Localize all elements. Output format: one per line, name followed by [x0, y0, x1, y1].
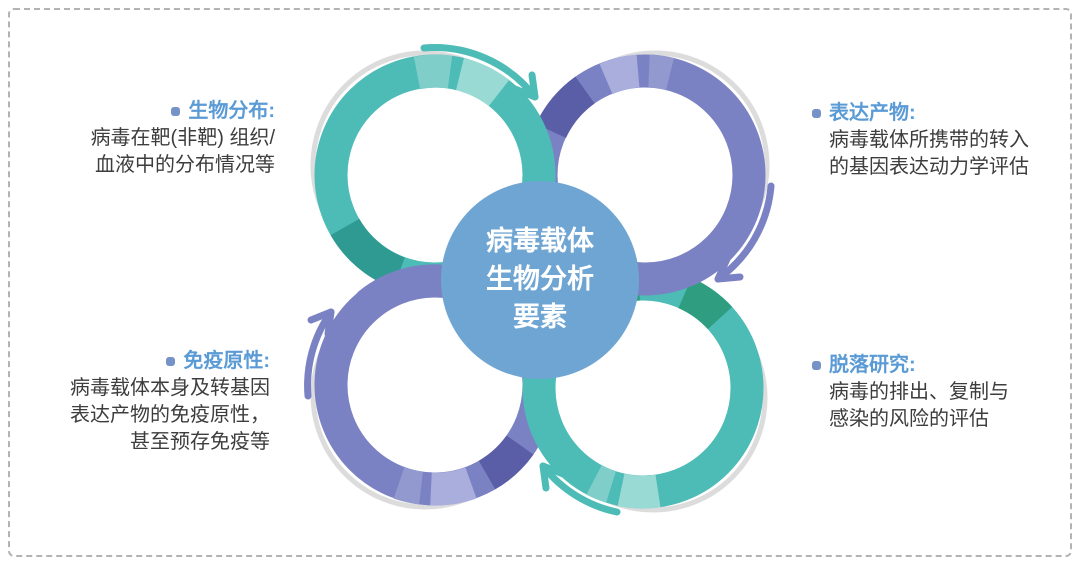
bullet-icon: [166, 357, 176, 366]
center-circle: [441, 181, 639, 379]
bullet-icon: [812, 109, 821, 118]
label-biodistribution: 生物分布: 病毒在靶(非靶) 组织/ 血液中的分布情况等: [30, 98, 275, 179]
center-title: 病毒载体 生物分析 要素: [440, 222, 640, 336]
center-title-line: 要素: [513, 302, 567, 332]
label-shedding-study-body: 病毒的排出、复制与 感染的风险的评估: [812, 379, 1062, 433]
body-line: 病毒的排出、复制与: [829, 381, 1009, 403]
body-line: 的基因表达动力学评估: [829, 156, 1029, 178]
label-expression-product: 表达产物: 病毒载体所携带的转入 的基因表达动力学评估: [812, 100, 1072, 181]
cycle-arrow-top-right: [524, 54, 775, 296]
label-expression-product-heading: 表达产物:: [812, 100, 1072, 127]
label-immunogenicity: 免疫原性: 病毒载体本身及转基因 表达产物的免疫原性， 甚至预存免疫等: [20, 348, 270, 456]
arrowhead-left: [307, 308, 335, 338]
label-biodistribution-body: 病毒在靶(非靶) 组织/ 血液中的分布情况等: [30, 125, 275, 179]
arrowhead-bottom: [539, 462, 567, 492]
heading-text: 生物分布:: [188, 100, 275, 122]
arrowhead-right: [714, 255, 744, 283]
heading-text: 表达产物:: [829, 102, 916, 124]
label-immunogenicity-body: 病毒载体本身及转基因 表达产物的免疫原性， 甚至预存免疫等: [20, 375, 270, 456]
label-shedding-study: 脱落研究: 病毒的排出、复制与 感染的风险的评估: [812, 352, 1062, 433]
body-line: 表达产物的免疫原性，: [70, 404, 270, 426]
bullet-icon: [171, 107, 181, 116]
body-line: 病毒在靶(非靶) 组织/: [90, 127, 275, 149]
arrowhead-top: [511, 71, 539, 101]
heading-text: 脱落研究:: [829, 354, 916, 376]
label-immunogenicity-heading: 免疫原性:: [20, 348, 270, 375]
label-expression-product-body: 病毒载体所携带的转入 的基因表达动力学评估: [812, 127, 1072, 181]
center-title-line: 生物分析: [486, 264, 594, 294]
body-line: 甚至预存免疫等: [130, 431, 270, 453]
body-line: 血液中的分布情况等: [95, 154, 275, 176]
heading-text: 免疫原性:: [183, 350, 270, 372]
body-line: 病毒载体所携带的转入: [829, 129, 1029, 151]
label-shedding-study-heading: 脱落研究:: [812, 352, 1062, 379]
body-line: 病毒载体本身及转基因: [70, 377, 270, 399]
bullet-icon: [812, 361, 821, 370]
body-line: 感染的风险的评估: [829, 408, 989, 430]
center-title-line: 病毒载体: [486, 226, 594, 256]
label-biodistribution-heading: 生物分布:: [30, 98, 275, 125]
